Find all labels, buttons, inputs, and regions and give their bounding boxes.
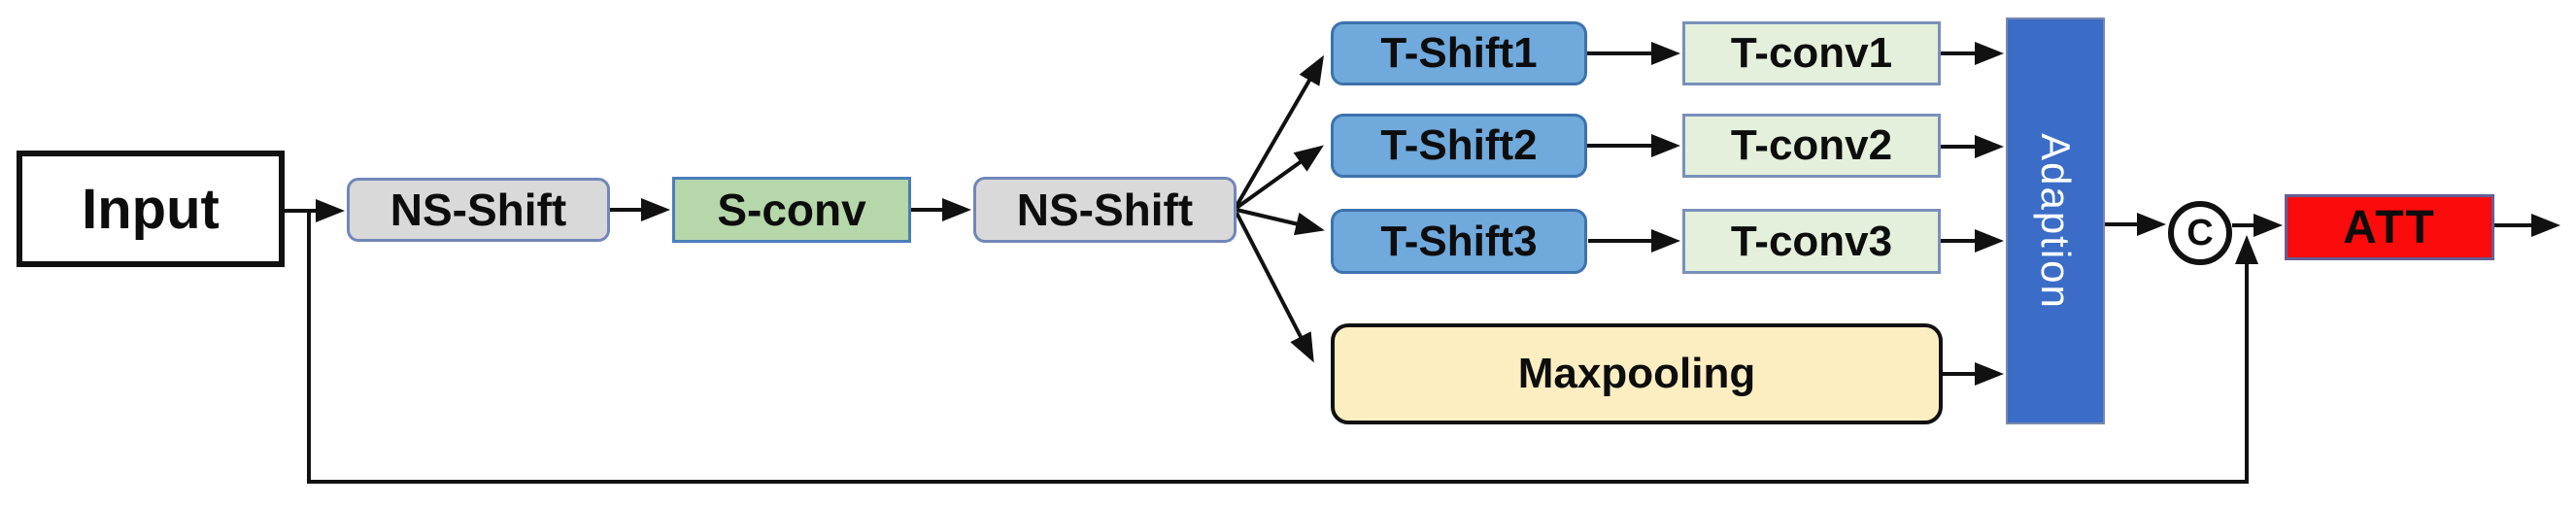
t-conv-2-label: T-conv2 [1730,121,1893,169]
t-conv-2-node: T-conv2 [1682,114,1941,178]
ns-shift-2-label: NS-Shift [1016,185,1194,235]
input-node: Input [17,151,285,267]
t-shift-3-label: T-Shift3 [1380,217,1538,265]
maxpooling-label: Maxpooling [1517,350,1756,397]
adaption-node: Adaption [2006,17,2105,424]
arrow-ns-shift-2-to-maxpooling [1235,212,1314,363]
ns-shift-1-node: NS-Shift [347,178,610,242]
skip-connection-line [307,211,2258,484]
input-label: Input [82,177,220,241]
arrow-ns-shift-2-to-t-shift-2 [1235,145,1324,210]
ns-shift-1-label: NS-Shift [390,185,567,235]
concat-symbol: C [2168,201,2232,265]
t-shift-1-label: T-Shift1 [1380,29,1538,77]
t-shift-2-label: T-Shift2 [1380,121,1538,169]
t-conv-3-node: T-conv3 [1682,209,1941,274]
s-conv-label: S-conv [717,185,866,235]
arrow-ns-shift-2-to-t-shift-1 [1235,54,1325,208]
t-conv-1-label: T-conv1 [1730,29,1893,77]
t-shift-1-node: T-Shift1 [1331,21,1587,85]
att-label: ATT [2343,201,2436,253]
t-conv-3-label: T-conv3 [1730,217,1893,265]
concat-label: C [2186,212,2214,253]
att-node: ATT [2285,194,2494,260]
s-conv-node: S-conv [672,177,911,243]
t-shift-3-node: T-Shift3 [1331,209,1587,274]
t-conv-1-node: T-conv1 [1682,21,1941,85]
t-shift-2-node: T-Shift2 [1331,114,1587,178]
maxpooling-node: Maxpooling [1331,323,1943,424]
arrow-ns-shift-2-to-t-shift-3 [1236,208,1325,236]
adaption-label: Adaption [2033,132,2079,310]
ns-shift-2-node: NS-Shift [973,177,1237,243]
